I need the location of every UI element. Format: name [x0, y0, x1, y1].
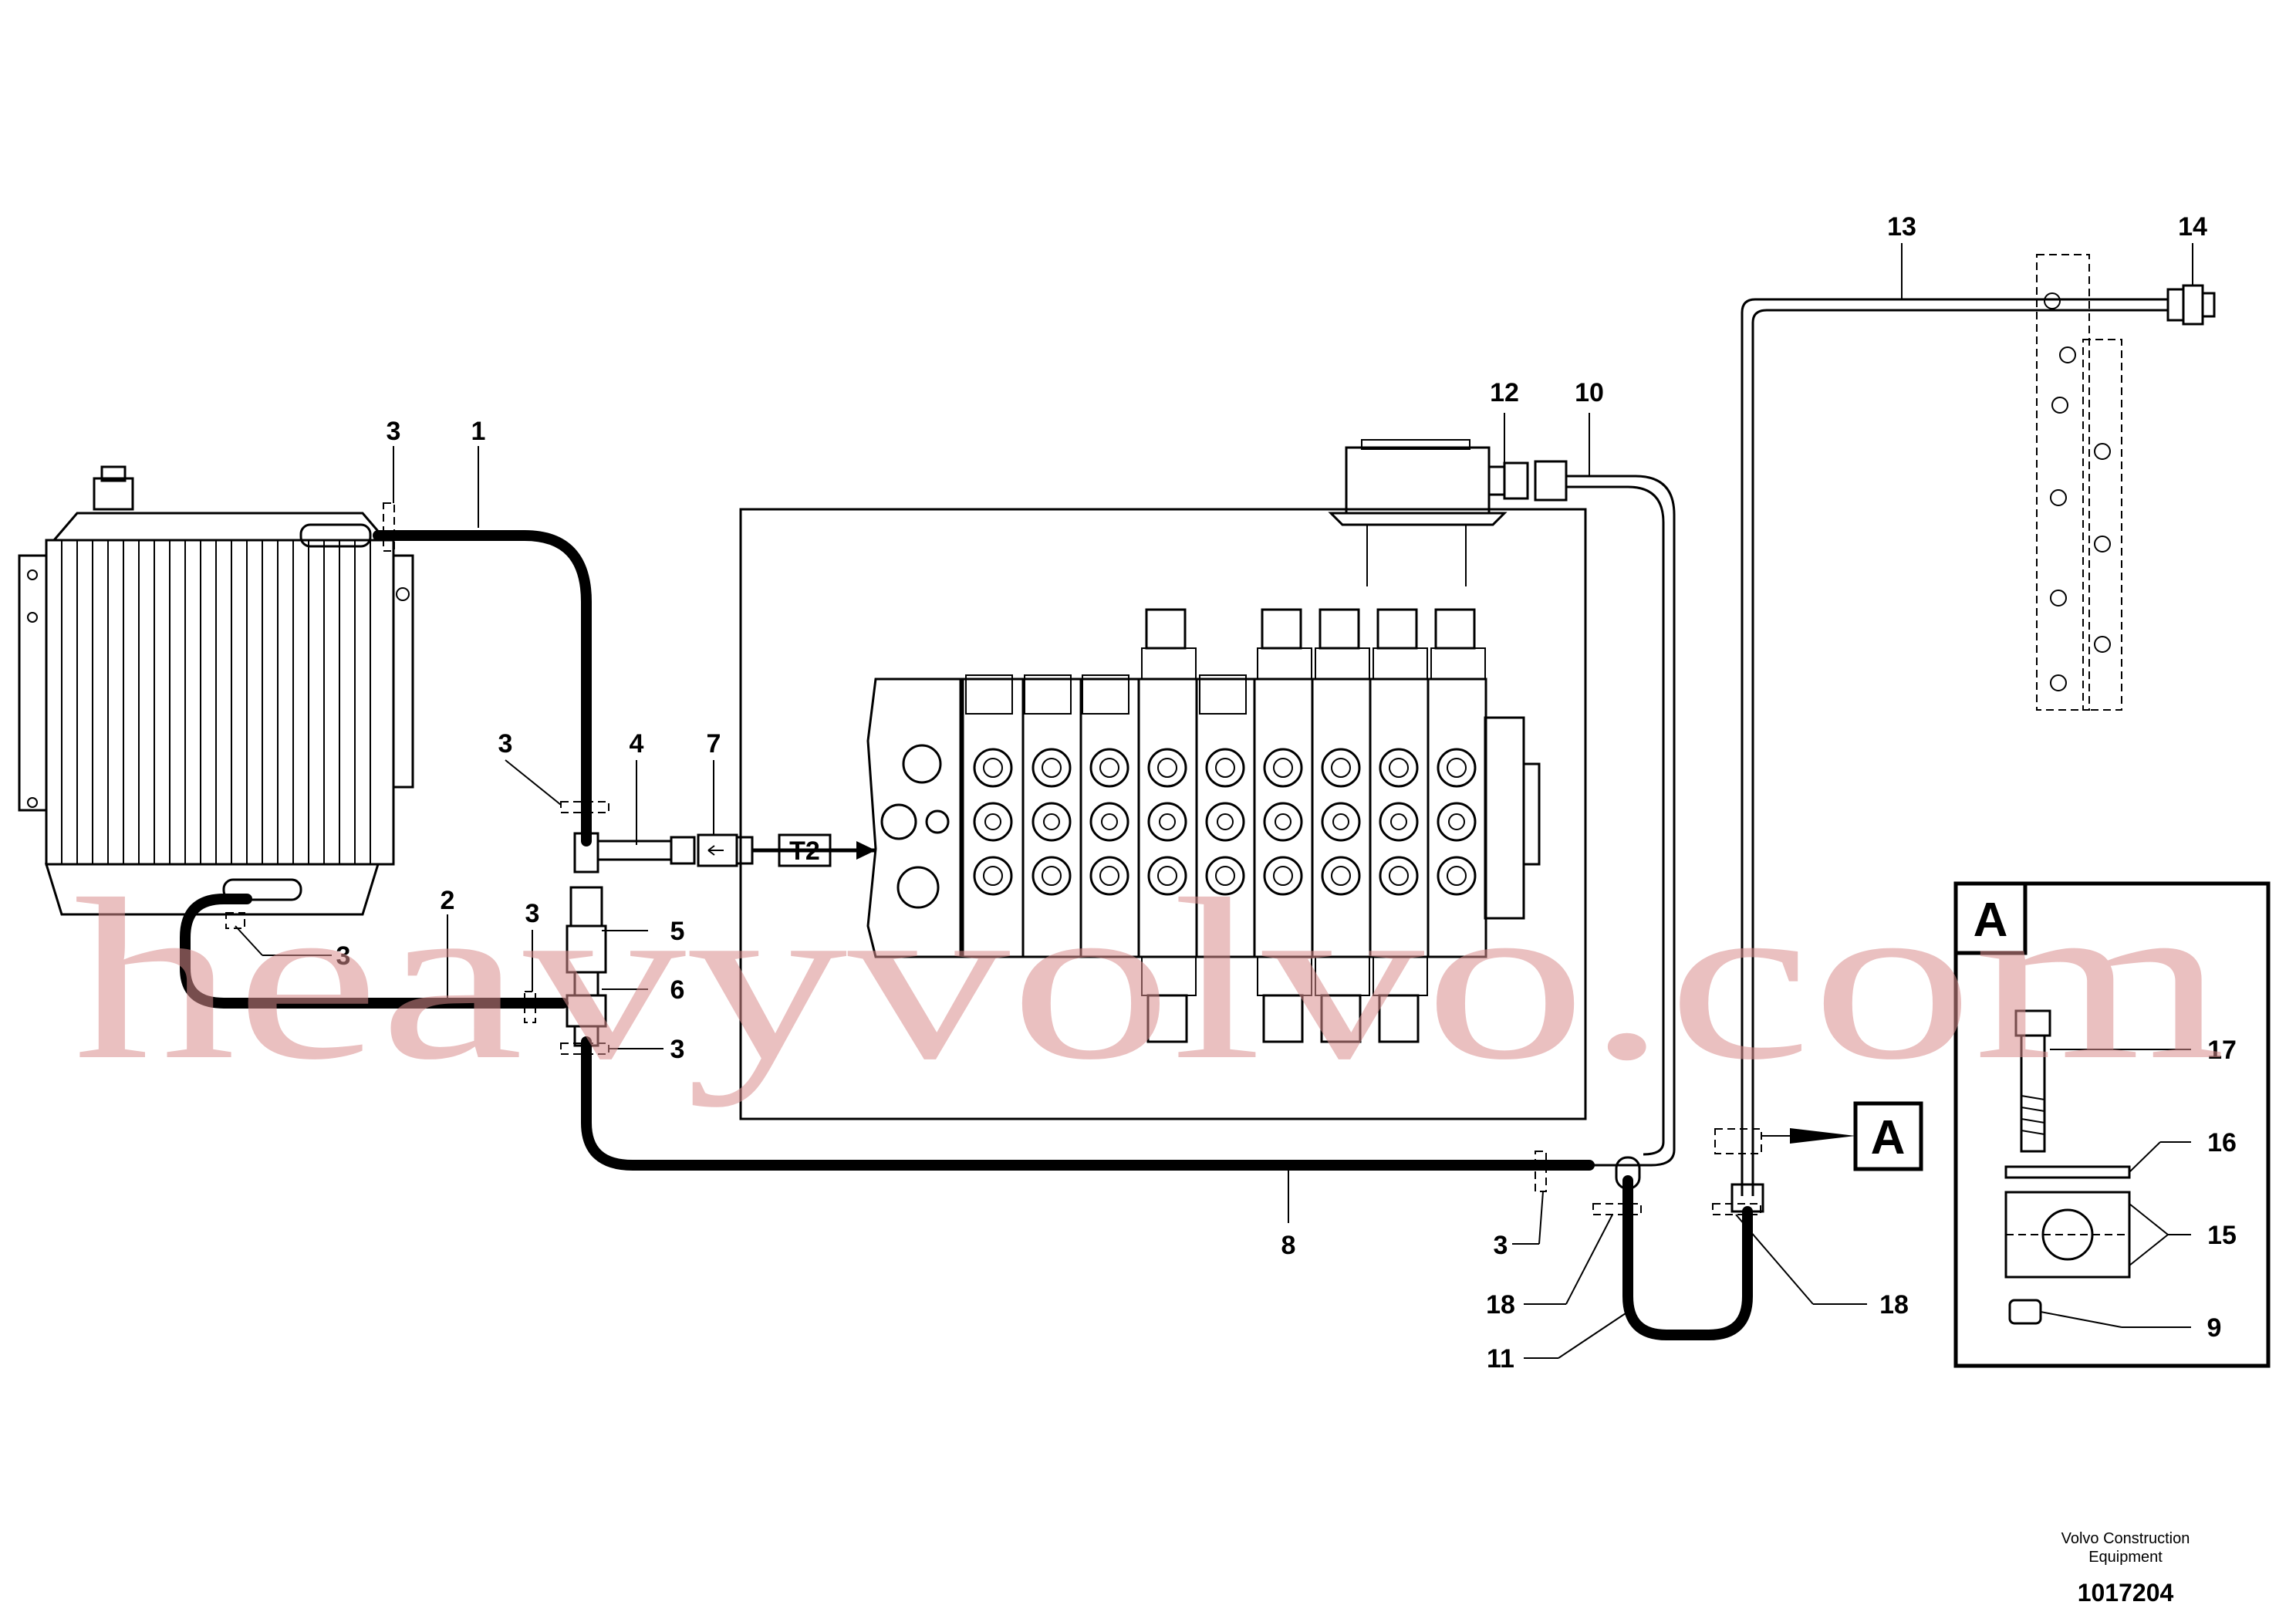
hose-8: [581, 1036, 1595, 1171]
callout-9: 9: [2207, 1313, 2222, 1343]
callout-3: 3: [498, 729, 513, 759]
hydraulic-tank: [1328, 439, 1508, 586]
footer: Volvo Construction Equipment 1017204: [2061, 1530, 2190, 1607]
tag-t2: T2: [789, 836, 820, 866]
callout-13: 13: [1887, 212, 1916, 242]
tube-13: [1741, 298, 2168, 1196]
detail-a-reference: A: [1761, 1101, 1923, 1171]
credit-line-1: Volvo Construction: [2061, 1530, 2190, 1547]
detail-a-title: A: [1974, 894, 2008, 947]
hose-11: [1622, 1175, 1753, 1340]
callout-8: 8: [1281, 1231, 1296, 1260]
callout-3: 3: [387, 417, 401, 446]
callout-14: 14: [2178, 212, 2207, 242]
tube-10: [1566, 475, 1676, 1167]
callout-18: 18: [1879, 1290, 1909, 1320]
callout-10: 10: [1575, 378, 1604, 407]
callout-12: 12: [1490, 378, 1519, 407]
callout-17: 17: [2207, 1036, 2237, 1065]
leader-lines: [235, 243, 2193, 1359]
watermark: heavyvolvo.com: [73, 851, 2226, 1108]
callout-18: 18: [1486, 1290, 1515, 1320]
detail-a-box: A: [1953, 881, 2271, 1368]
callout-3: 3: [336, 941, 351, 971]
callout-1: 1: [471, 417, 486, 446]
hose-2: [180, 894, 569, 1009]
clamps: [225, 254, 2122, 1215]
callout-3: 3: [670, 1035, 685, 1064]
credit-line-2: Equipment: [2088, 1549, 2163, 1566]
fittings: [566, 284, 2216, 1213]
callout-2: 2: [441, 886, 455, 915]
detail-a-ref-label: A: [1871, 1111, 1906, 1164]
valve-section-9: [1427, 608, 1487, 958]
document-number: 1017204: [2078, 1579, 2174, 1607]
callouts: 3 1 3 4 7 T2 2 3 3 5 6 3 8 3 18 11 18 12…: [336, 212, 2237, 1374]
callout-5: 5: [670, 917, 685, 946]
callout-6: 6: [670, 975, 685, 1005]
valve-support-plate: [739, 508, 1587, 1120]
callout-3: 3: [525, 899, 540, 928]
control-valve: [866, 608, 1541, 1043]
callout-7: 7: [707, 729, 721, 759]
valve-section-3: [1079, 674, 1140, 958]
callout-3: 3: [1494, 1231, 1508, 1260]
cooler-fins: [61, 540, 371, 864]
callout-4: 4: [630, 729, 644, 759]
oil-cooler: [18, 465, 414, 916]
callout-16: 16: [2207, 1128, 2237, 1157]
hose-1: [373, 530, 592, 846]
callout-15: 15: [2207, 1221, 2237, 1250]
callout-11: 11: [1487, 1344, 1514, 1374]
